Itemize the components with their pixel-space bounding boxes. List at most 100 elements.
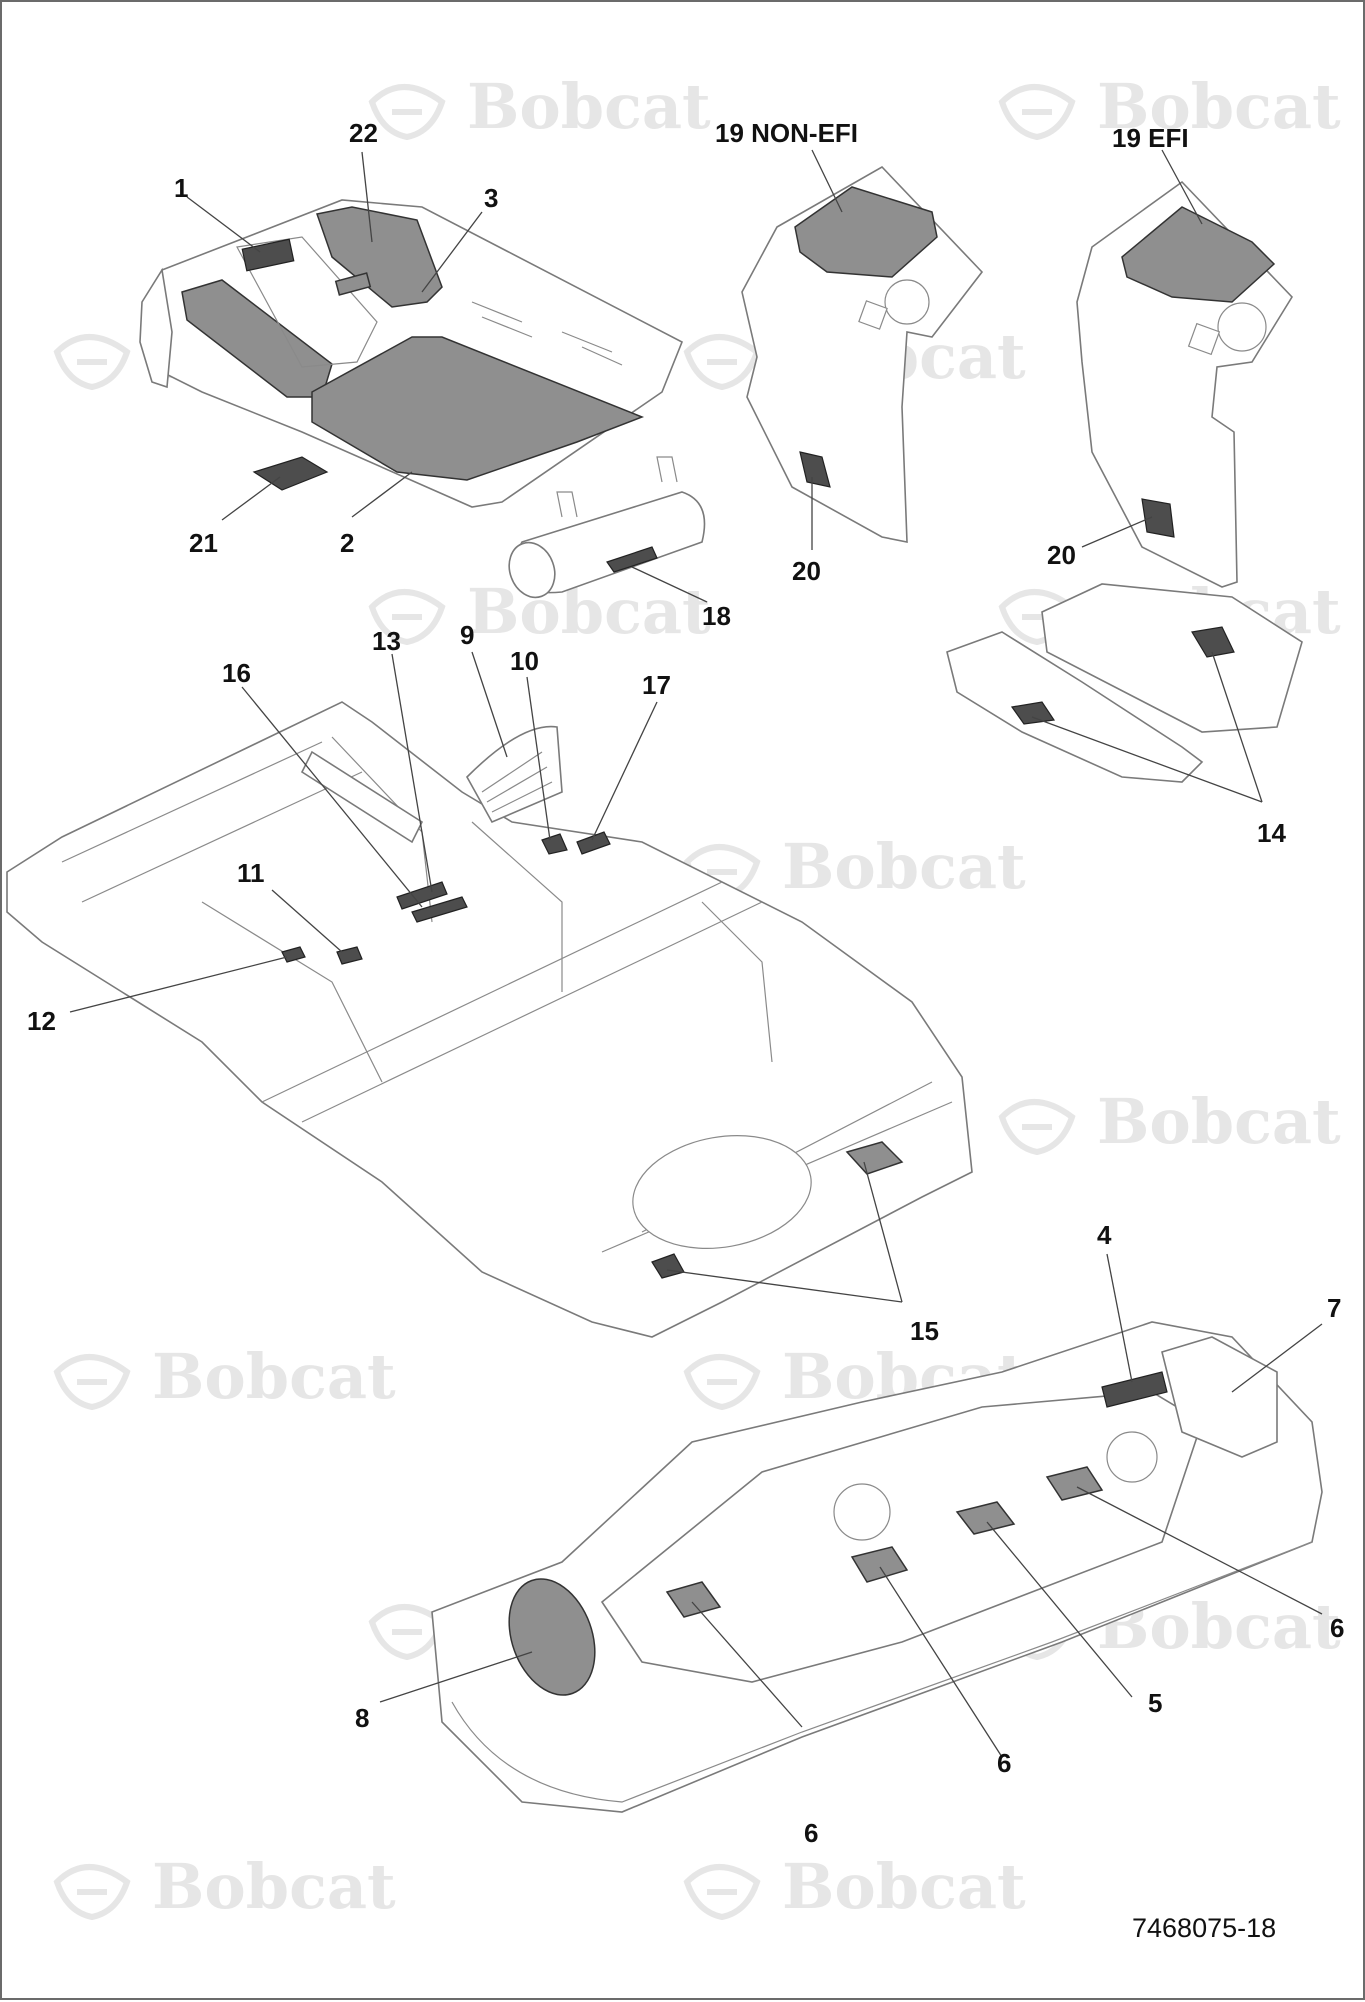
deck-belt-cover	[1161, 1336, 1278, 1458]
bobcat-logo-icon	[998, 84, 1076, 141]
main-frame-assembly	[6, 701, 973, 1338]
frame-deck-opening	[632, 1135, 812, 1249]
decal-1-plate	[241, 238, 295, 272]
watermark-text: Bobcat	[782, 1850, 1026, 1923]
center-tunnel	[236, 236, 378, 368]
cylinder-end-cap	[508, 541, 556, 599]
efi-control-decal-19	[1121, 206, 1276, 303]
heading-non-efi: 19 NON-EFI	[715, 118, 858, 148]
non-efi-control-decal-19	[794, 186, 938, 278]
decal-16	[411, 896, 468, 923]
deck-spindle-left	[833, 1483, 891, 1541]
bobcat-logo-icon	[368, 589, 446, 646]
decal-6-left	[665, 1581, 722, 1618]
callout-6-left: 6	[804, 1818, 818, 1848]
watermark-text: Bobcat	[1097, 70, 1341, 143]
decal-11	[336, 946, 363, 965]
callout-5: 5	[1148, 1688, 1162, 1718]
callout-9: 9	[460, 620, 474, 650]
decal-14-upper	[1191, 626, 1235, 658]
watermark-text: Bobcat	[782, 830, 1026, 903]
bobcat-logo-icon	[53, 1864, 131, 1921]
decal-14-lower	[1010, 701, 1056, 725]
decal-8-oval	[508, 1578, 596, 1696]
decal-17	[576, 831, 611, 855]
deck-skirt	[451, 1541, 1313, 1803]
callout-14: 14	[1257, 818, 1286, 848]
watermark: Bobcat	[683, 1850, 1026, 1923]
decal-6-center	[850, 1546, 909, 1583]
efi-panel-assembly	[1076, 180, 1294, 588]
watermark: Bobcat	[53, 1340, 396, 1413]
watermark: Bobcat	[368, 70, 711, 143]
callout-21: 21	[189, 528, 218, 558]
callout-3: 3	[484, 183, 498, 213]
watermark-text: Bobcat	[1097, 1085, 1341, 1158]
callout-7: 7	[1327, 1293, 1341, 1323]
callout-10: 10	[510, 646, 539, 676]
decal-21	[252, 456, 329, 491]
decal-center-strip	[334, 272, 372, 296]
seat-plate-upper	[1041, 583, 1303, 733]
frame-rails	[61, 741, 953, 1253]
cylinder-brackets	[556, 456, 678, 518]
callout-13: 13	[372, 626, 401, 656]
watermark-text: Bobcat	[152, 1340, 396, 1413]
watermark: Bobcat	[53, 1850, 396, 1923]
non-efi-round-hole	[884, 279, 930, 325]
bobcat-logo-icon	[368, 84, 446, 141]
decal-15-front	[845, 1141, 904, 1175]
callout-8: 8	[355, 1703, 369, 1733]
floor-pan-slots	[471, 301, 623, 366]
bobcat-logo-icon	[683, 1354, 761, 1411]
mower-deck-assembly	[431, 1321, 1323, 1813]
callout-11: 11	[237, 858, 265, 888]
callout-20-non-efi: 20	[792, 556, 821, 586]
efi-round-hole	[1217, 302, 1267, 352]
decal-20-efi	[1141, 498, 1175, 538]
decal-18	[606, 546, 658, 573]
deck-top-plate	[600, 1391, 1203, 1683]
leader-lines	[69, 149, 1323, 1758]
decal-20-non-efi	[799, 451, 831, 488]
watermark: Bobcat	[998, 70, 1341, 143]
callout-22: 22	[349, 118, 378, 148]
decal-10	[541, 833, 568, 855]
callout-6-right: 6	[1330, 1613, 1344, 1643]
efi-square-hole	[1187, 322, 1221, 356]
watermark-text: Bobcat	[152, 1850, 396, 1923]
callout-20-efi: 20	[1047, 540, 1076, 570]
decal-6-right	[1045, 1466, 1104, 1501]
bobcat-logo-icon	[53, 1354, 131, 1411]
floor-mat-right-22	[316, 206, 443, 308]
watermark-text: Bobcat	[467, 70, 711, 143]
non-efi-panel-outline	[741, 165, 984, 543]
bobcat-logo-icon	[368, 1604, 446, 1661]
floor-pan-left-flange	[139, 267, 173, 389]
heading-efi: 19 EFI	[1112, 123, 1189, 153]
callout-18: 18	[702, 601, 731, 631]
floor-mat-main-2	[311, 336, 645, 481]
non-efi-square-hole	[858, 300, 888, 330]
seat-plate-lower	[946, 631, 1204, 783]
bobcat-logo-icon	[683, 334, 761, 391]
watermark-text: Bobcat	[467, 575, 711, 648]
callout-6-center: 6	[997, 1748, 1011, 1778]
watermark: Bobcat	[998, 1085, 1341, 1158]
part-number: 7468075-18	[1132, 1913, 1276, 1943]
watermark: Bobcat	[683, 830, 1026, 903]
callout-15: 15	[910, 1316, 939, 1346]
non-efi-panel-assembly	[741, 165, 984, 543]
callout-17: 17	[642, 670, 671, 700]
callout-2: 2	[340, 528, 354, 558]
callout-16: 16	[222, 658, 251, 688]
callout-12: 12	[27, 1006, 56, 1036]
watermark: Bobcat	[368, 575, 711, 648]
decal-5	[955, 1501, 1016, 1535]
callout-1: 1	[174, 173, 188, 203]
callout-4: 4	[1097, 1220, 1112, 1250]
decal-12	[281, 946, 306, 963]
seat-plate-assembly	[946, 583, 1303, 783]
